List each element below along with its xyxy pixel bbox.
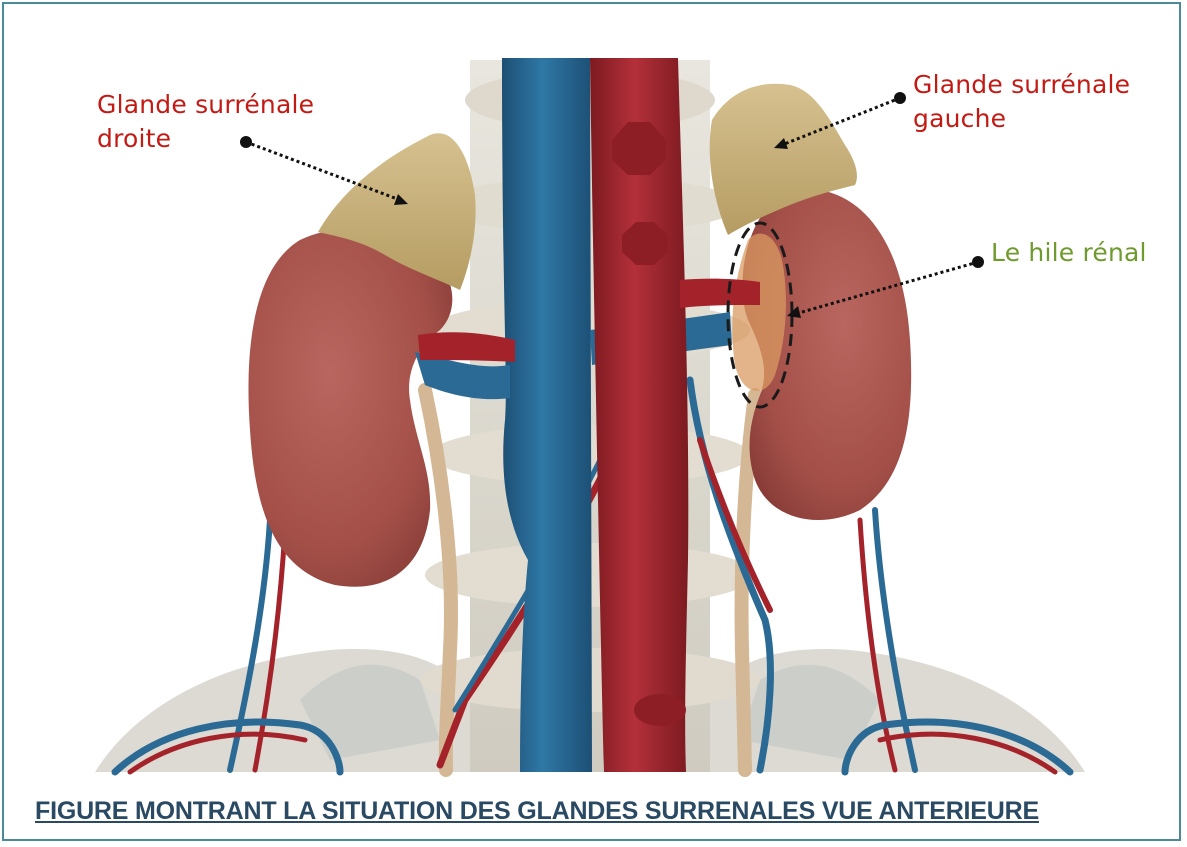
label-right-adrenal-gland: Glande surrénale droite (97, 88, 314, 156)
label-right-adrenal-line1: Glande surrénale (97, 88, 314, 122)
left-renal-artery (680, 279, 760, 308)
label-renal-hilum: Le hile rénal (991, 236, 1147, 270)
label-left-adrenal-line1: Glande surrénale (913, 68, 1130, 102)
label-renal-hilum-text: Le hile rénal (991, 236, 1147, 270)
label-left-adrenal-gland: Glande surrénale gauche (913, 68, 1130, 136)
figure-caption: FIGURE MONTRANT LA SITUATION DES GLANDES… (35, 797, 1145, 826)
label-left-adrenal-line2: gauche (913, 102, 1130, 136)
label-right-adrenal-line2: droite (97, 122, 314, 156)
